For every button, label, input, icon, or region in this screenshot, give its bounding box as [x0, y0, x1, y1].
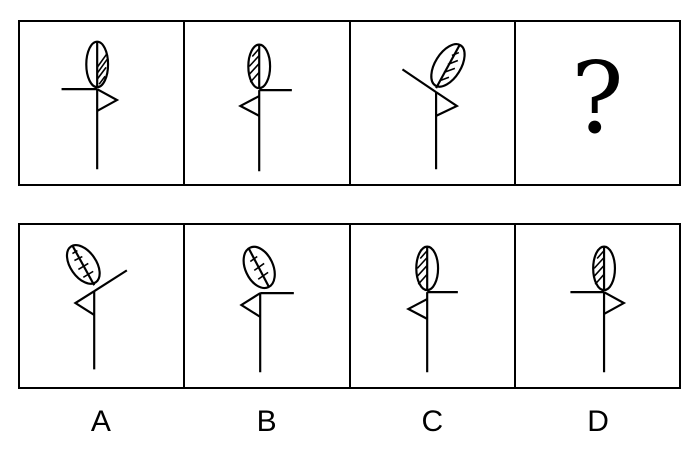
question-cell-1: [20, 22, 186, 184]
question-row: ?: [18, 20, 681, 186]
option-a-cell[interactable]: [20, 225, 186, 387]
options-row: [18, 223, 681, 389]
question-cell-4: ?: [516, 22, 679, 184]
option-a-figure: [65, 244, 128, 370]
option-c-cell[interactable]: [351, 225, 516, 387]
option-b-figure: [239, 245, 295, 373]
option-a-label[interactable]: A: [90, 405, 111, 438]
figure-1: [61, 40, 120, 170]
option-b-cell[interactable]: [185, 225, 351, 387]
figure-3: [401, 43, 466, 170]
option-c-figure: [405, 245, 458, 373]
figure-2: [238, 43, 293, 172]
option-d-label[interactable]: D: [587, 405, 609, 438]
question-cell-2: [185, 22, 351, 184]
option-b-label[interactable]: B: [256, 405, 277, 438]
option-c-label[interactable]: C: [421, 405, 444, 438]
option-d-cell[interactable]: [516, 225, 679, 387]
option-d-figure: [570, 245, 626, 373]
option-labels: A B C D: [18, 402, 681, 442]
question-mark: ?: [571, 42, 624, 156]
question-cell-3: [351, 22, 516, 184]
